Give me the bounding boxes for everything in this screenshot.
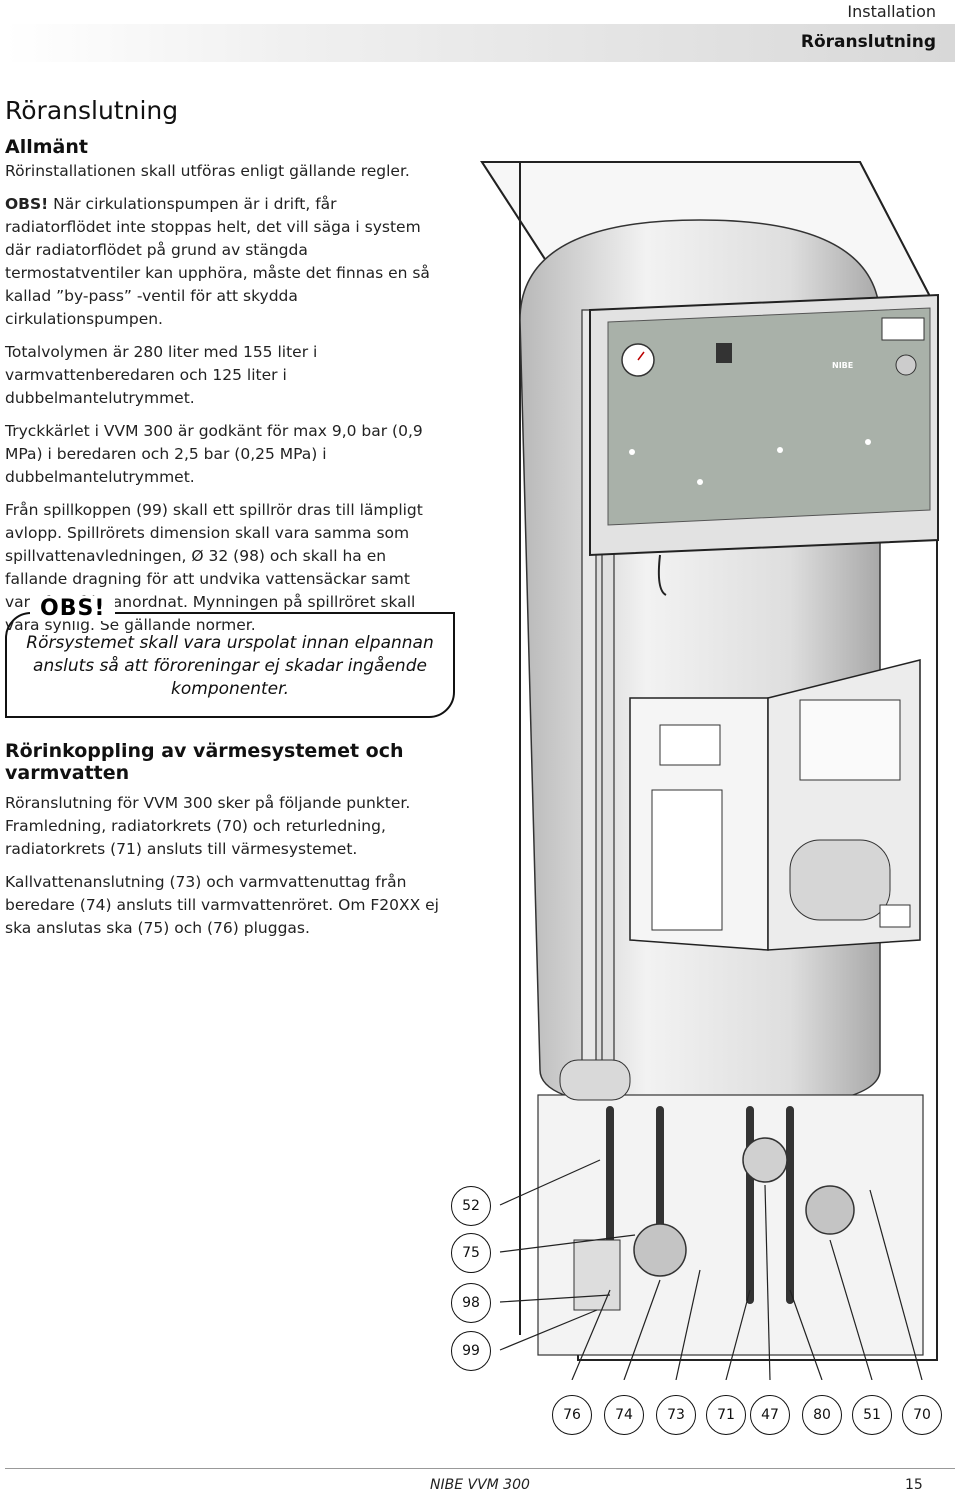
leader-line xyxy=(829,1239,873,1380)
callout-76: 76 xyxy=(552,1395,592,1435)
footer-rule xyxy=(5,1468,955,1469)
panel-screw xyxy=(777,447,783,453)
overflow-cup xyxy=(573,1239,621,1311)
leader-line xyxy=(725,1289,751,1380)
panel-screw xyxy=(629,449,635,455)
general-body: Rörinstallationen skall utföras enligt g… xyxy=(5,160,445,647)
leader-line xyxy=(571,1289,611,1380)
panel-screw xyxy=(697,479,703,485)
leader-line xyxy=(623,1279,661,1380)
display-window xyxy=(881,317,925,341)
leader-line xyxy=(499,1309,598,1351)
relay-card xyxy=(659,724,721,766)
leader-line xyxy=(499,1159,601,1206)
terminal-block xyxy=(799,699,901,781)
terminal xyxy=(879,904,911,928)
control-knob xyxy=(895,354,917,376)
page-title: Röranslutning xyxy=(5,96,179,125)
callout-51: 51 xyxy=(852,1395,892,1435)
obs-lead: OBS! xyxy=(5,195,49,213)
circulation-pump xyxy=(805,1185,855,1235)
callout-73: 73 xyxy=(656,1395,696,1435)
notice-label: OBS! xyxy=(30,596,116,621)
leader-line xyxy=(675,1269,701,1380)
brand-mark: NIBE xyxy=(832,361,853,370)
paragraph: Totalvolymen är 280 liter med 155 liter … xyxy=(5,343,318,407)
callout-80: 80 xyxy=(802,1395,842,1435)
leader-line xyxy=(499,1294,611,1303)
notice-box xyxy=(5,612,455,718)
leader-line xyxy=(869,1189,923,1380)
paragraph: Rörinstallationen skall utföras enligt g… xyxy=(5,162,410,180)
bottom-compartment xyxy=(537,1094,924,1356)
connection-heading: Rörinkoppling av värmesystemet och varmv… xyxy=(5,740,404,784)
circulation-pump xyxy=(633,1223,687,1277)
leader-line xyxy=(789,1289,823,1380)
callout-70: 70 xyxy=(902,1395,942,1435)
shuttle-valve xyxy=(742,1137,788,1183)
paragraph: Tryckkärlet i VVM 300 är godkänt för max… xyxy=(5,422,423,486)
switch xyxy=(716,343,732,363)
sensor-cable xyxy=(657,554,667,596)
gauge-needle xyxy=(637,351,645,361)
circuit-board xyxy=(651,789,723,931)
callout-47: 47 xyxy=(750,1395,790,1435)
header-bar xyxy=(5,24,955,62)
callout-71: 71 xyxy=(706,1395,746,1435)
panel-face xyxy=(607,307,931,526)
panel-screw xyxy=(865,439,871,445)
callout-74: 74 xyxy=(604,1395,644,1435)
callout-98: 98 xyxy=(451,1283,491,1323)
general-heading: Allmänt xyxy=(5,136,88,158)
connection-body: Röranslutning för VVM 300 sker på följan… xyxy=(5,792,445,950)
callout-52: 52 xyxy=(451,1186,491,1226)
footer-model: NIBE VVM 300 xyxy=(430,1477,530,1493)
section-tag: Installation xyxy=(847,2,936,21)
callout-99: 99 xyxy=(451,1331,491,1371)
paragraph: Kallvattenanslutning (73) och varmvatten… xyxy=(5,873,439,937)
paragraph: Röranslutning för VVM 300 sker på följan… xyxy=(5,794,411,858)
callout-75: 75 xyxy=(451,1233,491,1273)
leader-line xyxy=(499,1234,636,1253)
tank-base xyxy=(559,1059,631,1101)
connection-pipes xyxy=(606,1106,794,1304)
unit-illustration: NIBE xyxy=(480,161,939,1380)
page-number: 15 xyxy=(905,1477,923,1493)
immersion-heater xyxy=(789,839,891,921)
paragraph-text: När cirkulationspumpen är i drift, får r… xyxy=(5,195,430,328)
notice-text: Rörsystemet skall vara urspolat innan el… xyxy=(26,633,434,699)
paragraph: OBS! När cirkulationspumpen är i drift, … xyxy=(5,193,445,331)
leader-line xyxy=(764,1184,771,1380)
header-subsection: Röranslutning xyxy=(800,32,936,52)
